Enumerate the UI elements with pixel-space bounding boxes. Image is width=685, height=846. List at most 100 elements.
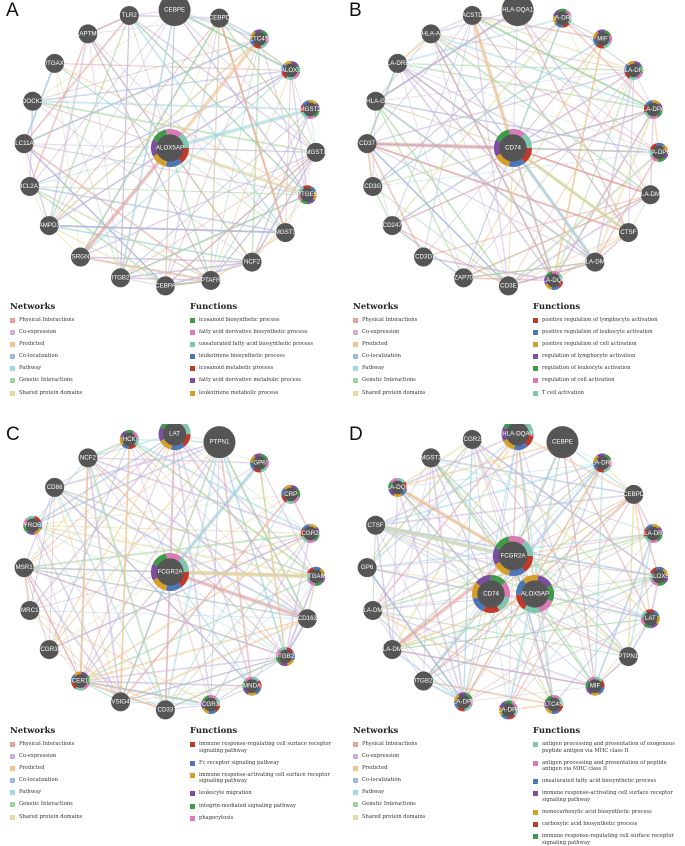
legend-swatch bbox=[190, 390, 195, 396]
node-mrc1[interactable] bbox=[20, 601, 40, 621]
node-hla-dma[interactable] bbox=[382, 640, 402, 660]
node-hla-dpb1-pie bbox=[649, 142, 669, 162]
node-itgax[interactable] bbox=[45, 53, 65, 73]
node-cd3e[interactable] bbox=[498, 276, 518, 296]
node-cd3g[interactable] bbox=[363, 177, 383, 197]
node-cebpd-label: CEBPD bbox=[209, 15, 231, 22]
panel-letter: A bbox=[6, 0, 19, 21]
node-ptafr[interactable] bbox=[201, 271, 221, 291]
node-cebpe[interactable] bbox=[158, 0, 191, 27]
node-hla-dmb[interactable] bbox=[585, 252, 605, 272]
legend-swatch bbox=[10, 318, 15, 323]
node-hla-dmb[interactable] bbox=[363, 601, 383, 621]
legend-label: Predicted bbox=[19, 765, 45, 772]
node-ampd3[interactable] bbox=[39, 216, 59, 236]
node-fcgr3a-pie bbox=[201, 695, 221, 715]
node-fcgr2b[interactable] bbox=[462, 429, 482, 449]
functions-legend-title: Functions bbox=[190, 726, 238, 736]
legend-swatch bbox=[533, 354, 538, 360]
legend-label: monocarboxylic acid biosynthetic process bbox=[542, 809, 652, 816]
node-tacstd2[interactable] bbox=[462, 5, 482, 25]
node-hla-dqa1[interactable] bbox=[501, 0, 534, 27]
legend-label: regulation of lymphocyte activation bbox=[542, 353, 636, 360]
legend-swatch bbox=[533, 342, 538, 348]
node-fcgr2a-label: FCGR2A bbox=[157, 569, 183, 576]
node-zap70-label: ZAP70 bbox=[454, 274, 473, 281]
edges bbox=[23, 9, 317, 287]
functions-legend-item: regulation of cell activation bbox=[533, 377, 681, 384]
node-mnda-label: MNDA bbox=[243, 683, 262, 690]
node-laptm5[interactable] bbox=[78, 24, 98, 44]
node-fcgr3b[interactable] bbox=[39, 640, 59, 660]
functions-legend-item: positive regulation of leukocyte activat… bbox=[533, 329, 681, 336]
legend-swatch bbox=[353, 390, 358, 396]
node-tlr2[interactable] bbox=[119, 5, 139, 25]
node-srgn[interactable] bbox=[71, 247, 91, 267]
legend-swatch bbox=[533, 390, 538, 396]
node-ctsf[interactable] bbox=[366, 515, 386, 535]
node-cebpe-label: CEBPE bbox=[552, 439, 573, 446]
node-cd247[interactable] bbox=[382, 216, 402, 236]
node-cd74-label: CD74 bbox=[483, 591, 499, 598]
functions-legend-item: T cell activation bbox=[533, 390, 681, 397]
node-hla-drb4[interactable] bbox=[388, 53, 408, 73]
node-ncf2[interactable] bbox=[242, 252, 262, 272]
node-vsig4[interactable] bbox=[111, 692, 131, 712]
node-mgst3-label: MGST3 bbox=[275, 229, 297, 236]
legend-swatch bbox=[10, 354, 15, 360]
node-cebpa[interactable] bbox=[155, 276, 175, 296]
legend-swatch bbox=[10, 742, 15, 747]
node-itgb2[interactable] bbox=[111, 268, 131, 288]
functions-legend-item: monocarboxylic acid biosynthetic process bbox=[533, 809, 681, 816]
node-cebpd[interactable] bbox=[624, 484, 644, 504]
node-ctsf[interactable] bbox=[618, 223, 638, 243]
node-zap70[interactable] bbox=[454, 268, 474, 288]
node-ptpn1-label: PTPN1 bbox=[618, 653, 639, 660]
functions-legend-item: immune response-regulating cell surface … bbox=[190, 741, 338, 754]
node-ncf2[interactable] bbox=[78, 448, 98, 468]
legend-swatch bbox=[353, 342, 358, 348]
node-lat-pie bbox=[158, 424, 191, 451]
node-hla-dpa1-pie bbox=[643, 99, 663, 119]
node-msr1[interactable] bbox=[14, 558, 34, 578]
node-ptpn1-label: PTPN1 bbox=[209, 439, 230, 446]
node-dock2[interactable] bbox=[23, 91, 43, 111]
node-hla-dra-pie bbox=[643, 523, 663, 543]
node-ptpn1[interactable] bbox=[618, 647, 638, 667]
node-cd37[interactable] bbox=[357, 134, 377, 154]
node-itgb2[interactable] bbox=[414, 671, 434, 691]
node-hla-g[interactable] bbox=[366, 91, 386, 111]
functions-legend-item: immune response-regulating cell surface … bbox=[533, 833, 681, 846]
node-cebpe[interactable] bbox=[546, 426, 579, 459]
legend-label: Co-expression bbox=[19, 753, 57, 760]
node-mgst2[interactable] bbox=[421, 448, 441, 468]
node-hla-a[interactable] bbox=[421, 24, 441, 44]
node-cd33[interactable] bbox=[155, 700, 175, 720]
legend-label: Shared protein domains bbox=[19, 389, 83, 396]
node-gp6[interactable] bbox=[357, 558, 377, 578]
node-crp-label: CRP bbox=[284, 491, 297, 498]
node-hla-dma[interactable] bbox=[640, 185, 660, 205]
networks-legend-item: Co-expression bbox=[353, 329, 523, 336]
node-cd163[interactable] bbox=[297, 609, 317, 629]
legend-label: Pathway bbox=[19, 789, 42, 796]
legend-label: fatty acid derivative metabolic process bbox=[199, 377, 302, 384]
node-mgst1[interactable] bbox=[306, 142, 326, 162]
node-bcl2a1[interactable] bbox=[20, 177, 40, 197]
node-cd3d[interactable] bbox=[414, 247, 434, 267]
node-ltc4s-pie bbox=[544, 695, 564, 715]
legend-label: immune response-regulating cell surface … bbox=[542, 833, 674, 846]
node-mgst3[interactable] bbox=[275, 223, 295, 243]
node-slc11a1[interactable] bbox=[14, 134, 34, 154]
node-cd86[interactable] bbox=[45, 477, 65, 497]
node-alox5ap-label: ALOX5AP bbox=[521, 591, 549, 598]
legend-swatch bbox=[10, 330, 15, 336]
functions-legend-item: Fc receptor signaling pathway bbox=[190, 760, 338, 767]
node-cebpd[interactable] bbox=[209, 8, 229, 28]
functions-legend-item: unsaturated fatty acid biosynthetic proc… bbox=[533, 778, 681, 785]
functions-legend-item: leukotriene metabolic process bbox=[190, 390, 338, 397]
node-ptpn1[interactable] bbox=[203, 426, 236, 459]
